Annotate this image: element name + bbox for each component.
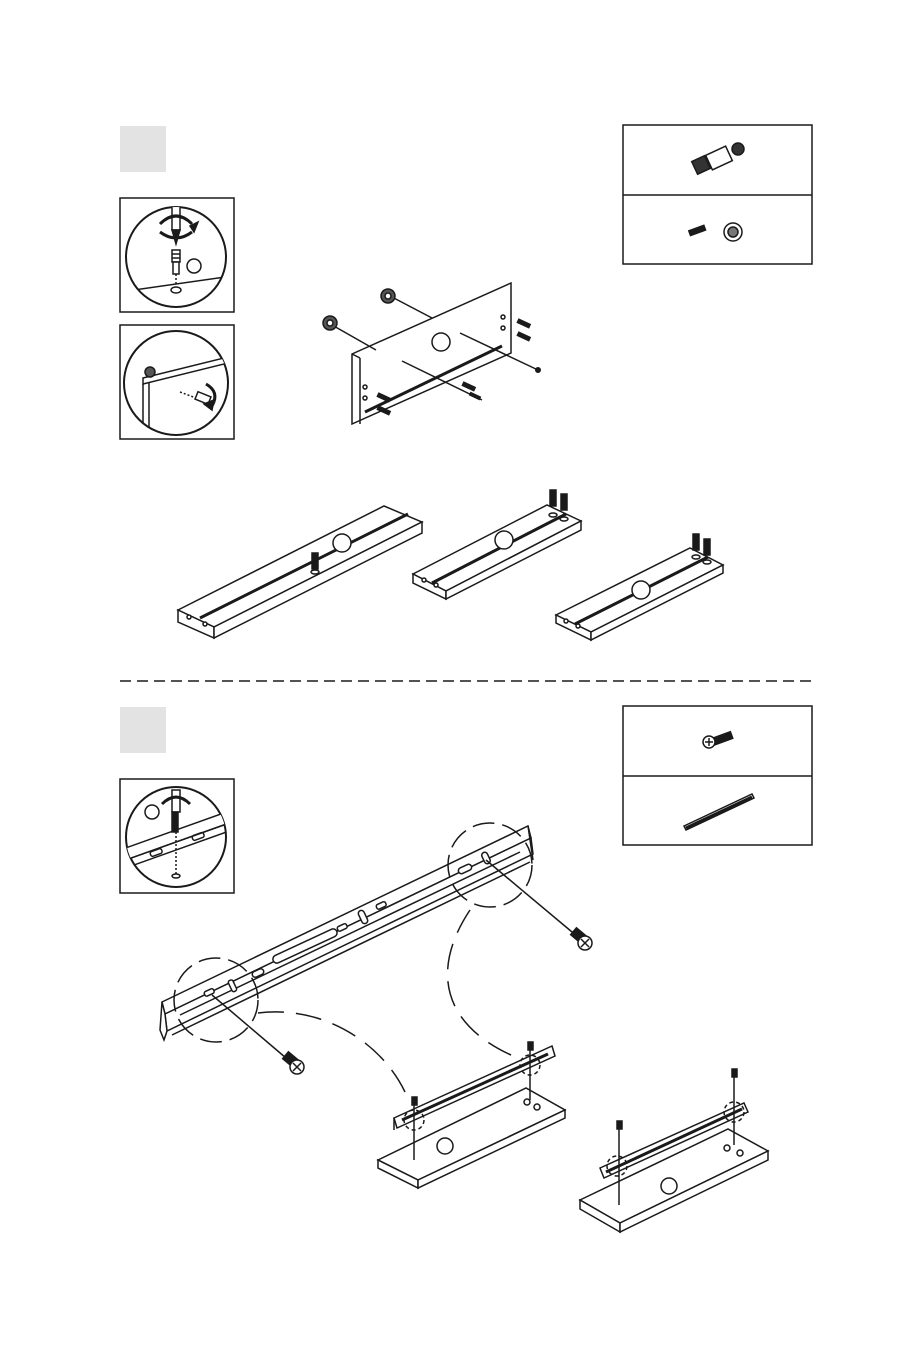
cam-lock-tightening-detail — [120, 325, 234, 440]
runner-screw-right — [571, 928, 592, 950]
drawer-runner-screw-detail — [120, 779, 234, 893]
step-1-parts-legend — [623, 125, 812, 264]
step-1-number-badge — [120, 126, 166, 172]
drawer-side-panel-2 — [580, 1069, 768, 1232]
step-2-number-badge — [120, 707, 166, 753]
step-1 — [120, 125, 812, 640]
drawer-side-panel-1 — [378, 1042, 565, 1188]
cam-bolt-insertion-detail — [120, 198, 234, 312]
runner-screw-left — [283, 1052, 304, 1074]
shelf-left — [178, 506, 422, 638]
top-panel-with-cam-bolts — [323, 283, 541, 424]
step-2 — [120, 706, 812, 1232]
step-2-parts-legend — [623, 706, 812, 845]
shelf-middle — [413, 490, 581, 599]
shelf-right — [556, 534, 723, 640]
